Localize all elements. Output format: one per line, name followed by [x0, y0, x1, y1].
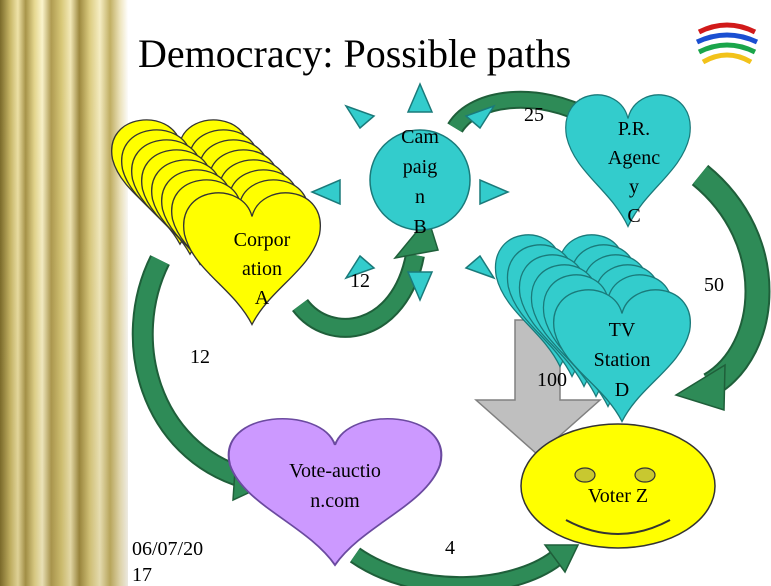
tv-station-label-line: Station	[593, 349, 651, 371]
vote-auction-label-line: n.com	[310, 490, 360, 512]
slide-date: 06/07/20 17	[132, 536, 203, 586]
slide-date-line: 17	[132, 564, 152, 586]
wto-logo-icon	[695, 22, 759, 65]
corporation-label-line: ation	[242, 258, 282, 280]
voter-left-eye	[574, 467, 596, 483]
arrow-c-to-d	[674, 164, 771, 412]
slide-title: Democracy: Possible paths	[138, 31, 572, 76]
voter-right-eye	[634, 467, 656, 483]
corporation-label: Corpor ation A	[212, 226, 312, 313]
vote-auction-label-line: Vote-auctio	[289, 460, 381, 482]
campaign-label-line: B	[413, 216, 427, 238]
curtain-shade	[0, 0, 128, 586]
pr-agency-label-line: C	[627, 205, 641, 227]
edge-label-c-to-d: 50	[704, 274, 724, 296]
pr-agency-label-line: Agenc	[607, 147, 661, 169]
voter-smiley-face	[520, 423, 716, 549]
pr-agency-label-line: y	[629, 176, 639, 198]
gold-curtain-decoration	[0, 0, 128, 586]
campaign-sun	[310, 82, 510, 302]
edge-label-auction-to-voter: 4	[445, 537, 455, 559]
edge-label-b-to-c: 25	[524, 104, 544, 126]
corporation-label-line: Corpor	[233, 229, 291, 251]
edge-label-a-to-auction: 12	[190, 346, 210, 368]
corporation-label-line: A	[254, 287, 270, 309]
voter-smile	[565, 519, 671, 535]
tv-station-label: TV Station D	[572, 315, 672, 405]
campaign-label-line: paig	[402, 156, 438, 178]
pr-agency-label-line: P.R.	[617, 118, 651, 140]
tv-station-label-line: D	[614, 379, 630, 401]
tv-station-label-line: TV	[608, 319, 636, 341]
pr-agency-label: P.R. Agenc y C	[584, 115, 684, 231]
slide-date-line: 06/07/20	[132, 538, 204, 560]
edge-label-a-to-b: 12	[350, 270, 370, 292]
campaign-label-line: Cam	[401, 126, 439, 148]
edge-label-d-to-voter: 100	[537, 369, 567, 391]
arrow-auction-to-voter	[349, 544, 580, 586]
vote-auction-label: Vote-auctio n.com	[265, 456, 405, 516]
campaign-label: Cam paig n B	[380, 122, 460, 242]
campaign-label-line: n	[415, 186, 425, 208]
voter-label: Voter Z	[587, 485, 649, 507]
